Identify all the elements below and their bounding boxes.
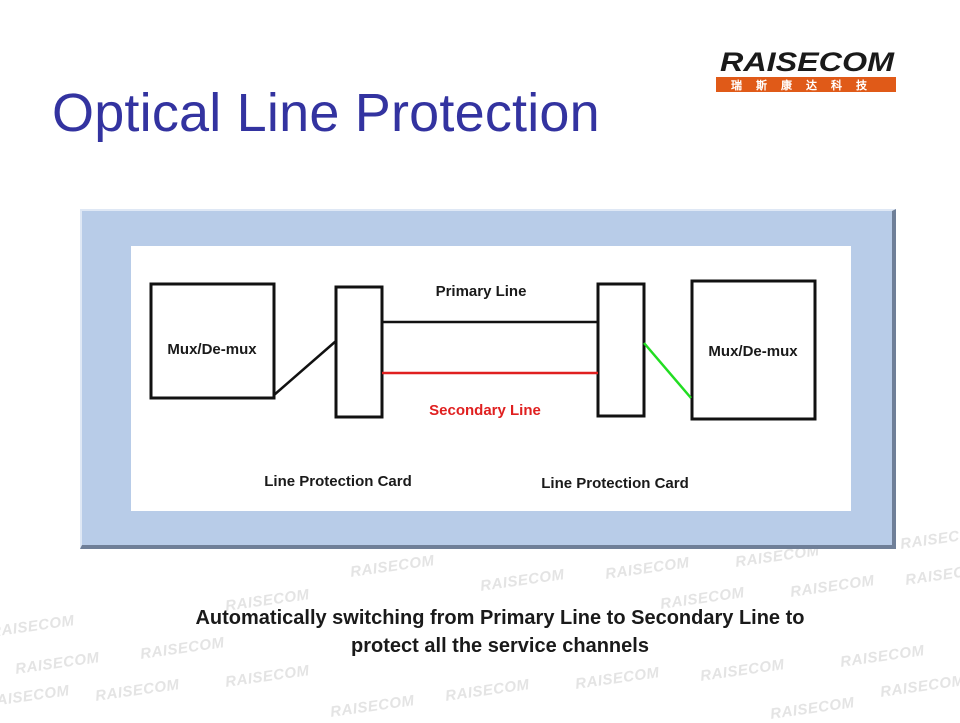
left-mux-box: [149, 282, 276, 400]
right-card-label: Line Protection Card: [541, 475, 689, 492]
watermark: RAISECOM: [769, 694, 856, 723]
right-mux-box: [690, 279, 817, 421]
watermark: RAISECOM: [0, 682, 71, 711]
left-mux-label: Mux/De-mux: [167, 341, 257, 358]
right-protection-card: [596, 282, 646, 418]
left-card-label: Line Protection Card: [264, 473, 412, 490]
watermark: RAISECOM: [879, 672, 960, 701]
watermark: RAISECOM: [604, 554, 691, 583]
watermark: RAISECOM: [904, 560, 960, 589]
right-link-switch: [643, 342, 692, 399]
watermark: RAISECOM: [94, 676, 181, 705]
logo-tagline-bar: [716, 77, 896, 92]
raisecom-logo: RAISECOM 瑞斯康达科技: [714, 44, 900, 96]
watermark: RAISECOM: [479, 566, 566, 595]
watermark: RAISECOM: [699, 656, 786, 685]
logo-wordmark: RAISECOM: [720, 47, 895, 77]
watermark: RAISECOM: [899, 524, 960, 553]
watermark: RAISECOM: [444, 676, 531, 705]
watermark: RAISECOM: [224, 662, 311, 691]
caption-line-1: Automatically switching from Primary Lin…: [195, 607, 805, 629]
watermark: RAISECOM: [574, 664, 661, 693]
caption-line-2: protect all the service channels: [351, 635, 649, 657]
right-mux-label: Mux/De-mux: [708, 343, 798, 360]
logo-tagline: 瑞斯康达科技: [731, 78, 881, 92]
slide-caption: Automatically switching from Primary Lin…: [60, 604, 940, 660]
left-protection-card: [334, 285, 384, 419]
watermark: RAISECOM: [329, 692, 416, 721]
watermark: RAISECOM: [349, 552, 436, 581]
secondary-line-label: Secondary Line: [429, 402, 541, 419]
diagram-panel: Mux/De-mux Mux/De-mux Primary Line Secon…: [131, 246, 851, 511]
primary-line-label: Primary Line: [436, 283, 527, 300]
line-protection-diagram: Mux/De-mux Mux/De-mux Primary Line Secon…: [149, 279, 817, 492]
slide-title: Optical Line Protection: [52, 83, 600, 143]
left-link: [273, 340, 337, 396]
watermark: RAISECOM: [789, 572, 876, 601]
